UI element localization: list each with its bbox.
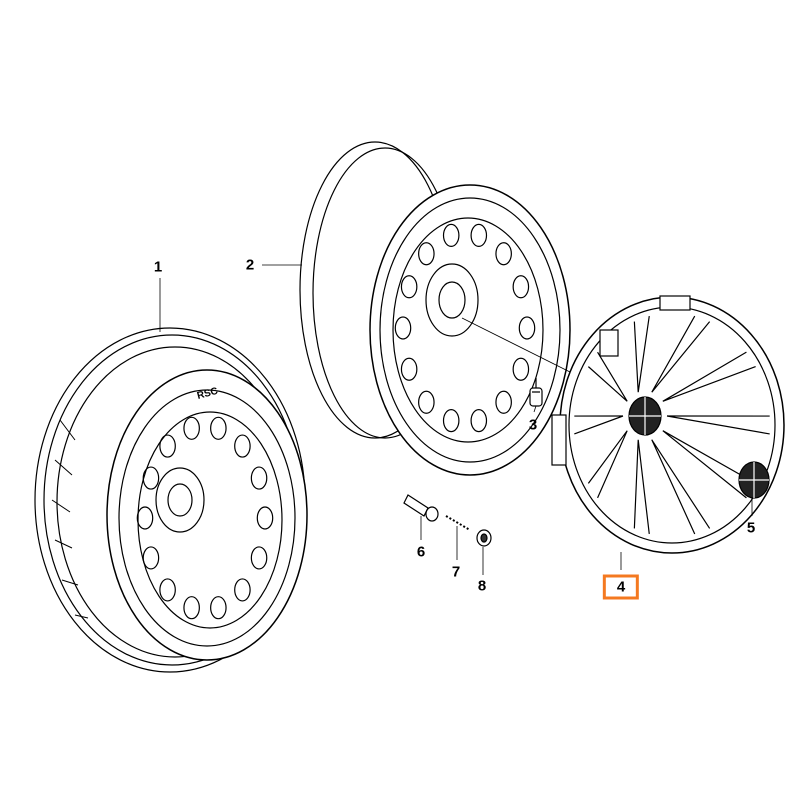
rim-hole [442, 409, 460, 433]
callout-2[interactable]: 2 [245, 256, 255, 274]
callout-1[interactable]: 1 [153, 258, 163, 276]
tire-marking: RSC [196, 386, 219, 402]
callout-4-highlighted[interactable]: 4 [602, 574, 640, 600]
rim-hole [250, 466, 268, 490]
rim-hole [183, 416, 200, 440]
callout-3[interactable]: 3 [528, 416, 538, 434]
rim-hole [256, 506, 274, 530]
rim-hole [234, 578, 251, 602]
assembly-line [461, 317, 587, 381]
wheel-cover-drawing[interactable] [551, 295, 785, 554]
rim-hole [400, 357, 418, 381]
rim-hole [495, 242, 512, 266]
rim-hole [142, 546, 160, 570]
rim-drawing[interactable] [299, 141, 571, 476]
rim-hole [418, 390, 435, 414]
spoke [574, 415, 624, 435]
rim-holes [394, 223, 536, 433]
spoke [633, 439, 650, 535]
leader-lines [159, 264, 753, 575]
wheel-bolt-drawing[interactable] [529, 378, 543, 407]
cover-spokes [574, 315, 770, 535]
callout-8[interactable]: 8 [477, 577, 487, 595]
spoke [587, 430, 628, 499]
rim-hole [142, 466, 160, 490]
callout-6[interactable]: 6 [416, 543, 426, 561]
rim-hole [159, 578, 176, 602]
rim-hole [210, 596, 227, 620]
emblem-drawing[interactable] [738, 461, 770, 499]
valve-insert-drawing[interactable] [445, 515, 471, 531]
tire-drawing[interactable] [34, 327, 308, 673]
rim-hole [183, 596, 200, 620]
rim-hole [250, 546, 268, 570]
rim-hole [495, 390, 512, 414]
rim-hole [442, 223, 460, 247]
spoke [651, 439, 711, 535]
rim-holes [136, 416, 274, 620]
spoke [651, 315, 711, 393]
rim-hole [470, 409, 488, 433]
rim-hole [400, 275, 418, 299]
rim-hole [512, 275, 530, 299]
rim-hole [512, 357, 530, 381]
rim-hole [136, 506, 154, 530]
callout-7[interactable]: 7 [451, 563, 461, 581]
valve-drawing[interactable] [403, 494, 439, 522]
rim-hole [234, 434, 251, 458]
rim-hole [470, 223, 488, 247]
rim-hole [518, 316, 536, 340]
callout-5[interactable]: 5 [746, 519, 756, 537]
rim-hole [418, 242, 435, 266]
rim-hole [210, 416, 227, 440]
spoke [666, 415, 770, 435]
spoke [587, 351, 628, 402]
rim-hole [159, 434, 176, 458]
valve-cap-drawing[interactable] [476, 529, 492, 547]
spoke [662, 351, 756, 402]
rim-hole [394, 316, 412, 340]
spoke [633, 315, 650, 393]
